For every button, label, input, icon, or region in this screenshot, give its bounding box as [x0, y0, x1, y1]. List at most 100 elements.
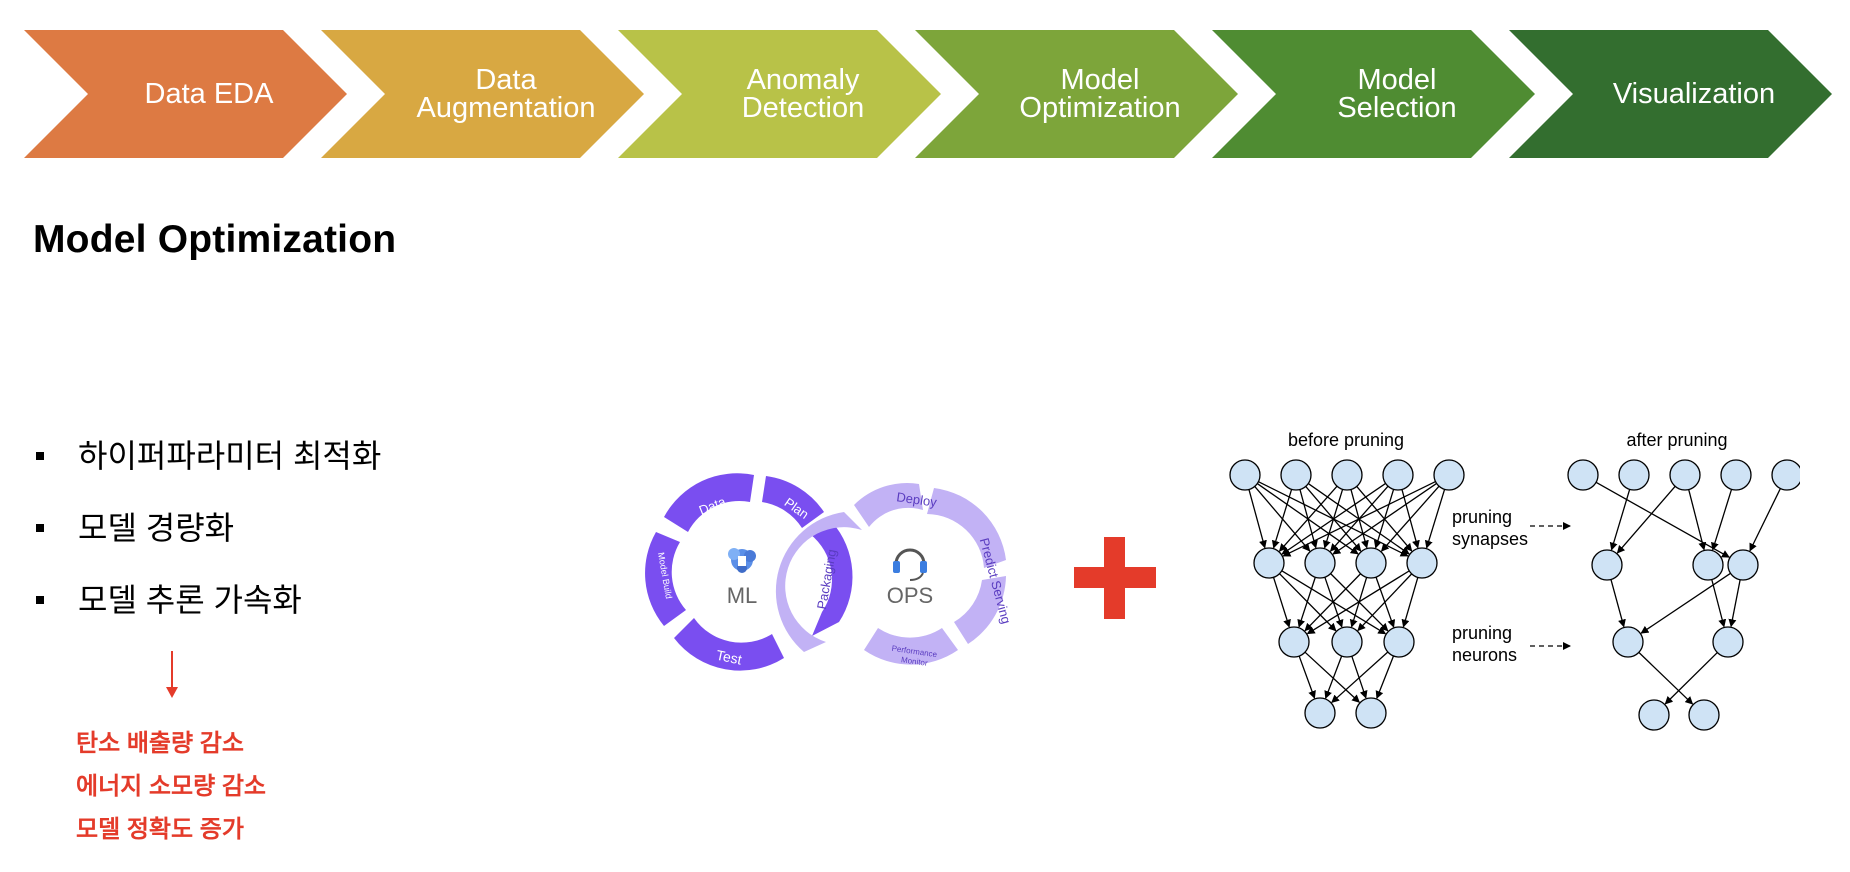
synapse-after — [1728, 579, 1741, 628]
bullet-marker — [36, 452, 44, 460]
neuron-before — [1278, 626, 1310, 658]
bullet-marker — [36, 524, 44, 532]
neuron-after — [1712, 626, 1744, 658]
synapse-before — [1304, 573, 1361, 632]
neuron-after — [1567, 459, 1599, 491]
neuron-after — [1720, 459, 1752, 491]
neuron-before — [1253, 547, 1285, 579]
synapse-before — [1375, 655, 1395, 700]
synapse-before — [1272, 577, 1291, 628]
before-pruning-title: before pruning — [1287, 430, 1405, 450]
synapse-after — [1609, 489, 1631, 551]
synapse-before — [1304, 651, 1360, 703]
pruning-network-svg — [1229, 459, 1800, 731]
synapse-after — [1640, 572, 1731, 634]
synapse-before — [1380, 485, 1440, 552]
synapse-before — [1331, 651, 1389, 703]
ml-segment-test-label: Test — [715, 647, 744, 668]
synapse-after — [1711, 579, 1727, 628]
neuron-after — [1692, 549, 1724, 581]
synapse-before — [1281, 482, 1386, 555]
synapse-before — [1298, 655, 1316, 699]
mlops-cycle-diagram: Data Plan Model Build Test Packaging Dep… — [645, 473, 1014, 671]
ops-segment-deploy-label: Deploy — [896, 489, 939, 510]
ml-center-label: ML — [727, 583, 758, 608]
bullet-item: 모델 추론 가속화 — [34, 572, 381, 644]
neuron-after — [1638, 699, 1670, 731]
neuron-before — [1331, 626, 1363, 658]
ml-ring — [645, 473, 853, 671]
synapse-before — [1324, 655, 1343, 699]
synapse-before — [1306, 570, 1410, 635]
neuron-after — [1771, 459, 1800, 491]
neuron-before — [1331, 459, 1363, 491]
after-pruning-title: after pruning — [1626, 430, 1728, 450]
outcome-item: 탄소 배출량 감소 — [76, 730, 244, 757]
bullet-item: 모델 경량화 — [34, 500, 381, 572]
neuron-before — [1433, 459, 1465, 491]
bullet-text: 하이퍼파라미터 최적화 — [78, 438, 382, 474]
synapse-before — [1282, 481, 1436, 557]
synapse-after — [1595, 481, 1730, 558]
bullet-marker — [36, 596, 44, 604]
neuron-before — [1280, 459, 1312, 491]
synapse-before — [1297, 577, 1316, 628]
pruning-diagram: before pruning after pruning pruning syn… — [1200, 420, 1800, 740]
synapse-before — [1271, 489, 1293, 549]
packaging-segment — [775, 512, 862, 652]
neuron-after — [1591, 549, 1623, 581]
headset-icon — [893, 548, 927, 581]
synapse-before — [1351, 656, 1368, 699]
bullet-text: 모델 추론 가속화 — [78, 582, 302, 618]
synapse-before — [1248, 489, 1267, 549]
process-chevrons — [24, 30, 1832, 158]
synapse-after — [1664, 652, 1718, 705]
neuron-before — [1304, 547, 1336, 579]
neuron-before — [1355, 697, 1387, 729]
bullet-text: 모델 경량화 — [78, 510, 235, 546]
synapse-after — [1688, 489, 1707, 551]
ops-center-label: OPS — [887, 583, 933, 608]
synapse-after — [1616, 485, 1676, 554]
synapse-after — [1638, 651, 1694, 705]
neuron-before — [1355, 547, 1387, 579]
ops-segment-monitor-label: Monitor — [901, 655, 929, 668]
chevron-step-3 — [618, 30, 941, 158]
arrow-down-icon — [166, 651, 178, 698]
bullet-item: 하이퍼파라미터 최적화 — [34, 428, 381, 500]
synapse-before — [1424, 489, 1446, 549]
pruning-neurons-note: pruning neurons — [1452, 623, 1518, 665]
neuron-after — [1669, 459, 1701, 491]
chevron-step-4 — [915, 30, 1238, 158]
outcome-list: 탄소 배출량 감소 에너지 소모량 감소 모델 정확도 증가 — [76, 728, 266, 857]
synapse-before — [1357, 573, 1413, 632]
neuron-before — [1304, 697, 1336, 729]
neuron-after — [1688, 699, 1720, 731]
page-title: Model Optimization — [33, 218, 397, 261]
plus-icon — [1074, 537, 1156, 619]
synapse-after — [1711, 489, 1733, 551]
chevron-step-5 — [1212, 30, 1535, 158]
neuron-after — [1618, 459, 1650, 491]
process-bar: Data EDA Data Augmentation Anomaly Detec… — [24, 30, 1834, 158]
synapse-before — [1278, 485, 1338, 552]
neuron-after — [1727, 549, 1759, 581]
synapse-before — [1401, 577, 1419, 628]
bullet-list: 하이퍼파라미터 최적화 모델 경량화 모델 추론 가속화 — [34, 428, 381, 644]
brain-icon — [728, 548, 756, 573]
outcome-item: 에너지 소모량 감소 — [76, 773, 266, 800]
outcome-item: 모델 정확도 증가 — [76, 816, 244, 843]
neuron-before — [1383, 626, 1415, 658]
synapse-before — [1332, 482, 1437, 555]
neuron-before — [1229, 459, 1261, 491]
chevron-step-6 — [1509, 30, 1832, 158]
neuron-after — [1612, 626, 1644, 658]
chevron-step-1 — [24, 30, 347, 158]
neuron-before — [1406, 547, 1438, 579]
pruning-synapses-note: pruning synapses — [1452, 507, 1529, 549]
synapse-after — [1749, 488, 1781, 552]
synapse-after — [1610, 579, 1626, 628]
ops-ring — [854, 483, 1006, 665]
chevron-step-2 — [321, 30, 644, 158]
neuron-before — [1382, 459, 1414, 491]
